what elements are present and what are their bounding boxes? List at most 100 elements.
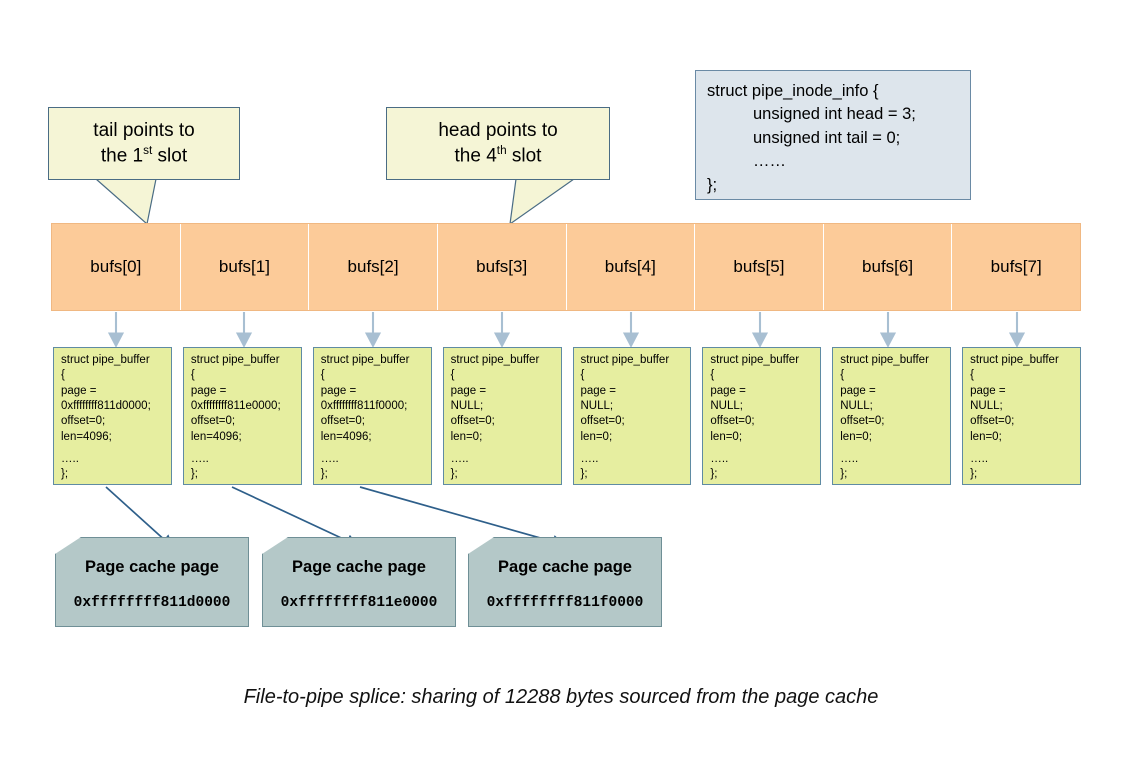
callout-line-1: head points to [438, 120, 558, 142]
pbuf-offset: offset=0; [970, 415, 1015, 428]
pbuf-len: len=0; [970, 430, 1002, 443]
pbuf-page-label: page = [840, 384, 876, 397]
pbuf-page-label: page = [61, 384, 97, 397]
pbuf-ellipsis: ….. [190, 453, 209, 466]
pipe-buffer-box-5[interactable]: struct pipe_buffer { page = NULL; offset… [702, 347, 822, 485]
pbuf-title: struct pipe_buffer [320, 354, 410, 366]
pbuf-offset: offset=0; [190, 415, 236, 428]
figure-caption: File-to-pipe splice: sharing of 12288 by… [243, 686, 879, 708]
bufs-cell-5[interactable]: bufs[5] [695, 224, 824, 310]
pipe-buffer-box-2[interactable]: struct pipe_buffer { page = 0xffffffff81… [312, 347, 432, 485]
page-cache-address: 0xffffffff811f0000 [486, 595, 644, 611]
bufs-cell-3[interactable]: bufs[3] [437, 224, 567, 310]
pipe-buffer-box-0[interactable]: struct pipe_buffer { page = 0xffffffff81… [53, 347, 172, 485]
pbuf-open-brace: { [580, 369, 585, 382]
pbuf-ellipsis: ….. [580, 453, 599, 466]
pbuf-offset: offset=0; [320, 415, 365, 428]
pbuf-ellipsis: ….. [710, 453, 729, 466]
pbuf-close-brace: }; [840, 468, 848, 481]
page-cache-page-2[interactable]: Page cache page 0xffffffff811f0000 [468, 537, 662, 627]
pbuf-ellipsis: ….. [450, 453, 469, 466]
pbuf-open-brace: { [61, 369, 65, 382]
pipe-buffer-box-3[interactable]: struct pipe_buffer { page = NULL; offset… [442, 347, 562, 485]
bufs-cell-2[interactable]: bufs[2] [309, 224, 438, 310]
pbuf-len: len=4096; [61, 430, 112, 443]
pbuf-page-value: 0xffffffff811f0000; [320, 400, 408, 413]
inode-line-ellipsis: …… [753, 152, 786, 171]
inode-line-head: unsigned int head = 3; [753, 105, 916, 124]
pbuf-ellipsis: ….. [840, 453, 859, 466]
pbuf-title: struct pipe_buffer [190, 354, 280, 366]
pbuf-close-brace: }; [190, 468, 198, 481]
callout-line-2: the 4th slot [454, 144, 542, 167]
pbuf-page-value: NULL; [840, 400, 873, 413]
pbuf-offset: offset=0; [580, 415, 625, 428]
callout-head-points-to-fourth-slot: head points to the 4th slot [386, 107, 610, 180]
callout-line-1: tail points to [93, 120, 195, 142]
pbuf-close-brace: }; [580, 468, 588, 481]
inode-line-struct: struct pipe_inode_info { [707, 82, 879, 100]
page-cache-title: Page cache page [498, 558, 632, 576]
pbuf-len: len=0; [580, 430, 613, 443]
pipe-buffer-box-6[interactable]: struct pipe_buffer { page = NULL; offset… [832, 347, 952, 485]
bufs-cell-4[interactable]: bufs[4] [566, 224, 696, 310]
pbuf-title: struct pipe_buffer [840, 354, 929, 366]
pbuf-offset: offset=0; [61, 415, 106, 428]
bufs-cell-6[interactable]: bufs[6] [823, 224, 953, 310]
pbuf-len: len=4096; [190, 430, 242, 443]
pbuf-close-brace: }; [320, 468, 328, 481]
pipe-buffer-box-1[interactable]: struct pipe_buffer { page = 0xffffffff81… [182, 347, 302, 485]
pbuf-page-value: NULL; [970, 400, 1003, 413]
page-cache-address: 0xffffffff811e0000 [280, 595, 438, 611]
pbuf-open-brace: { [190, 369, 195, 382]
pbuf-page-label: page = [190, 384, 227, 397]
callout-tail-head-pointer [509, 178, 576, 226]
pbuf-title: struct pipe_buffer [450, 354, 540, 366]
pbuf-page-value: NULL; [450, 400, 484, 413]
callout-tail-tail-pointer [94, 178, 157, 226]
pbuf-page-label: page = [580, 384, 617, 397]
pbuf-ellipsis: ….. [970, 453, 989, 466]
page-cache-page-1[interactable]: Page cache page 0xffffffff811e0000 [262, 537, 456, 627]
page-cache-address: 0xffffffff811d0000 [73, 595, 231, 611]
bufs-to-pipebuffer-arrows [107, 312, 1026, 348]
pbuf-open-brace: { [970, 369, 974, 382]
pbuf-title: struct pipe_buffer [61, 354, 150, 366]
pbuf-offset: offset=0; [450, 415, 495, 428]
bufs-cell-7[interactable]: bufs[7] [952, 224, 1080, 310]
pbuf-len: len=4096; [320, 430, 372, 443]
pbuf-page-value: NULL; [580, 400, 614, 413]
pbuf-close-brace: }; [61, 468, 69, 481]
pbuf-page-value: 0xffffffff811d0000; [61, 400, 151, 413]
pbuf-open-brace: { [710, 369, 715, 382]
pbuf-page-label: page = [970, 384, 1006, 397]
pbuf-title: struct pipe_buffer [580, 354, 670, 366]
pbuf-offset: offset=0; [710, 415, 755, 428]
pipe-buffer-box-7[interactable]: struct pipe_buffer { page = NULL; offset… [962, 347, 1081, 485]
pbuf-title: struct pipe_buffer [970, 354, 1059, 366]
page-cache-page-0[interactable]: Page cache page 0xffffffff811d0000 [55, 537, 249, 627]
pipe-buffer-box-4[interactable]: struct pipe_buffer { page = NULL; offset… [572, 347, 692, 485]
page-cache-title: Page cache page [292, 558, 426, 576]
pbuf-page-value: NULL; [710, 400, 743, 413]
pbuf-ellipsis: ….. [61, 453, 79, 466]
inode-line-close: }; [707, 175, 718, 194]
pbuf-page-value: 0xffffffff811e0000; [190, 400, 281, 413]
pbuf-page-label: page = [320, 384, 357, 397]
pbuf-len: len=0; [450, 430, 483, 443]
pbuf-len: len=0; [840, 430, 872, 443]
pbuf-open-brace: { [840, 369, 845, 382]
pbuf-close-brace: }; [710, 468, 718, 481]
pbuf-offset: offset=0; [840, 415, 885, 428]
bufs-cell-0[interactable]: bufs[0] [52, 224, 181, 310]
pipe-inode-info-box: struct pipe_inode_info { unsigned int he… [695, 70, 971, 200]
pbuf-len: len=0; [710, 430, 743, 443]
pipebuffer-to-pagecache-arrows [105, 486, 565, 548]
pbuf-open-brace: { [450, 369, 455, 382]
pbuf-page-label: page = [710, 384, 746, 397]
pipe-buffer-row: struct pipe_buffer { page = 0xffffffff81… [53, 347, 1081, 485]
bufs-cell-1[interactable]: bufs[1] [180, 224, 310, 310]
callout-line-2: the 1st slot [100, 144, 188, 167]
callout-tail-points-to-first-slot: tail points to the 1st slot [48, 107, 240, 180]
